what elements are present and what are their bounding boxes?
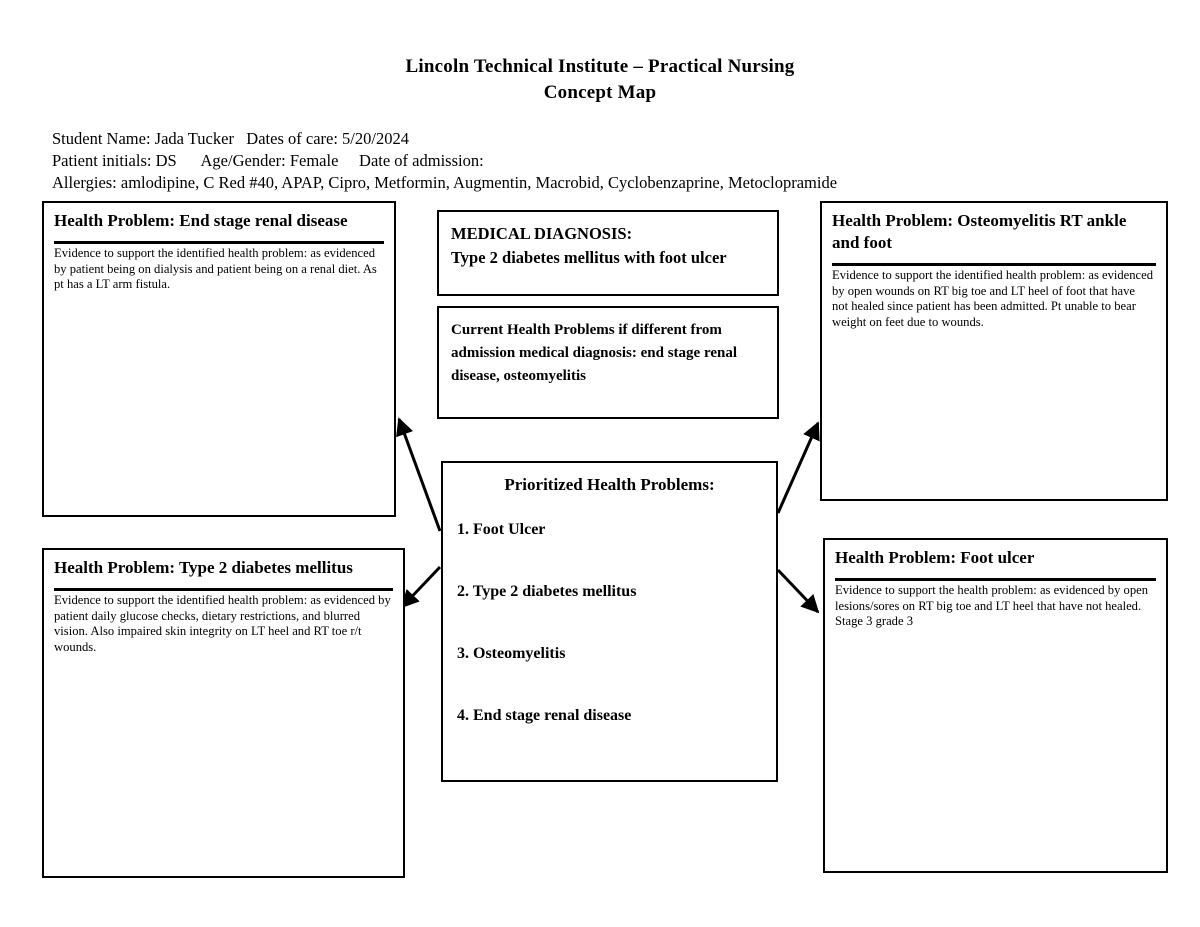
type2-diabetes-evidence: Evidence to support the identified healt…: [54, 593, 391, 654]
esrd-divider: [54, 241, 384, 244]
current-health-problems-text: Current Health Problems if different fro…: [451, 322, 738, 384]
osteomyelitis-divider: [832, 263, 1156, 266]
list-item: 2. Type 2 diabetes mellitus: [457, 583, 637, 600]
arrow-to-foot-ulcer: [776, 568, 820, 614]
allergies-row: Allergies: amlodipine, C Red #40, APAP, …: [52, 173, 838, 192]
arrow-to-osteomyelitis: [776, 421, 820, 514]
current-health-problems-box: Current Health Problems if different fro…: [437, 306, 779, 419]
list-item: 1. Foot Ulcer: [457, 521, 546, 538]
medical-diagnosis-value: Type 2 diabetes mellitus with foot ulcer: [451, 248, 727, 267]
medical-diagnosis-box: MEDICAL DIAGNOSIS: Type 2 diabetes melli…: [437, 210, 779, 296]
prioritized-title: Prioritized Health Problems:: [504, 475, 715, 494]
health-problem-box-foot-ulcer: Health Problem: Foot ulcer Evidence to s…: [823, 538, 1168, 873]
arrow-to-type2-diabetes: [400, 565, 442, 609]
osteomyelitis-evidence: Evidence to support the identified healt…: [832, 268, 1154, 329]
patient-info-block: Student Name: Jada Tucker Dates of care:…: [52, 128, 1152, 194]
prioritized-health-problems-box: Prioritized Health Problems: 1. Foot Ulc…: [441, 461, 778, 782]
foot-ulcer-evidence: Evidence to support the health problem: …: [835, 583, 1148, 629]
page-title-line-2: Concept Map: [543, 82, 657, 103]
list-item: 3. Osteomyelitis: [457, 645, 566, 662]
medical-diagnosis-label: MEDICAL DIAGNOSIS:: [451, 224, 633, 243]
foot-ulcer-divider: [835, 578, 1156, 581]
arrow-to-esrd: [396, 417, 442, 532]
page-title: Lincoln Technical Institute – Practical …: [0, 54, 1200, 106]
osteomyelitis-title: Health Problem: Osteomyelitis RT ankle a…: [832, 211, 1127, 252]
esrd-evidence: Evidence to support the identified healt…: [54, 246, 377, 292]
student-name-row: Student Name: Jada Tucker Dates of care:…: [52, 129, 409, 148]
health-problem-box-esrd: Health Problem: End stage renal disease …: [42, 201, 396, 517]
page-title-line-1: Lincoln Technical Institute – Practical …: [405, 56, 795, 77]
type2-diabetes-divider: [54, 588, 393, 591]
patient-initials-row: Patient initials: DS Age/Gender: Female …: [52, 151, 484, 170]
list-item: 4. End stage renal disease: [457, 707, 632, 724]
esrd-title: Health Problem: End stage renal disease: [54, 211, 348, 230]
prioritized-list: 1. Foot Ulcer 2. Type 2 diabetes mellitu…: [443, 496, 776, 768]
foot-ulcer-title: Health Problem: Foot ulcer: [835, 548, 1035, 567]
type2-diabetes-title: Health Problem: Type 2 diabetes mellitus: [54, 558, 353, 577]
health-problem-box-osteomyelitis: Health Problem: Osteomyelitis RT ankle a…: [820, 201, 1168, 501]
health-problem-box-type2-diabetes: Health Problem: Type 2 diabetes mellitus…: [42, 548, 405, 878]
